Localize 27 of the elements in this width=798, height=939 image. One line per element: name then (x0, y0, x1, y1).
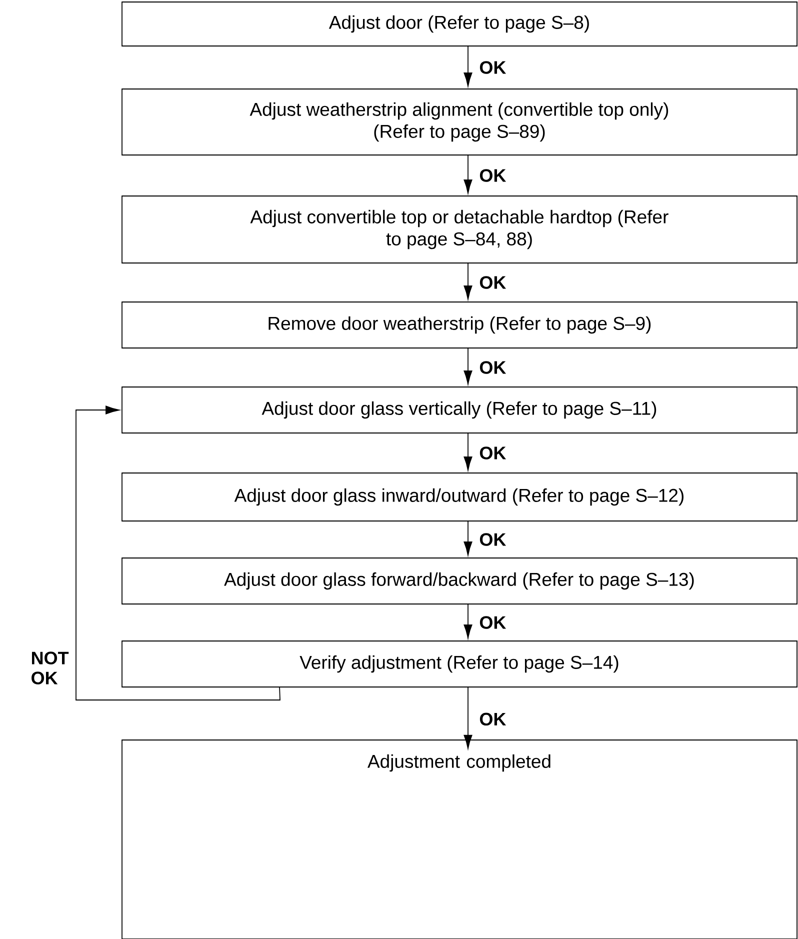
arrow (464, 46, 472, 87)
process-box: Adjust door (Refer to page S–8) (122, 2, 798, 46)
arrow (76, 406, 280, 700)
edge-label: NOT OK (30, 650, 72, 686)
edge-label: OK (480, 533, 506, 546)
edge-label: OK (480, 446, 506, 460)
edge-label: OK (480, 712, 506, 726)
edge-label: OK (480, 169, 506, 182)
process-box: Remove door weatherstrip (Refer to page S–9) (122, 302, 798, 348)
arrow (464, 521, 472, 556)
edge-label: OK (480, 61, 506, 74)
arrow (464, 604, 472, 639)
process-box: Adjust door glass forward/backward (Refer to page S–13) (122, 558, 798, 604)
arrow (464, 263, 472, 300)
arrow (464, 155, 472, 194)
process-box: Adjust door glass inward/outward (Refer to page S–12) (122, 472, 798, 522)
process-box: Adjust convertible top or detachable hardtop (Refer to page S–84, 88) (122, 196, 798, 264)
process-box: Verify adjustment (Refer to page S–14) (122, 640, 798, 688)
arrow (464, 433, 472, 471)
process-box: Adjustment completed (122, 740, 798, 939)
edge-label: OK (480, 361, 506, 374)
edge-label: OK (480, 616, 506, 629)
edge-label: OK (480, 276, 506, 289)
arrow (464, 687, 472, 749)
process-box: Adjust weatherstrip alignment (convertible top only) (Refer to page S–89) (122, 88, 798, 156)
arrow (464, 348, 472, 385)
process-box: Adjust door glass vertically (Refer to page S–11) (122, 386, 798, 434)
